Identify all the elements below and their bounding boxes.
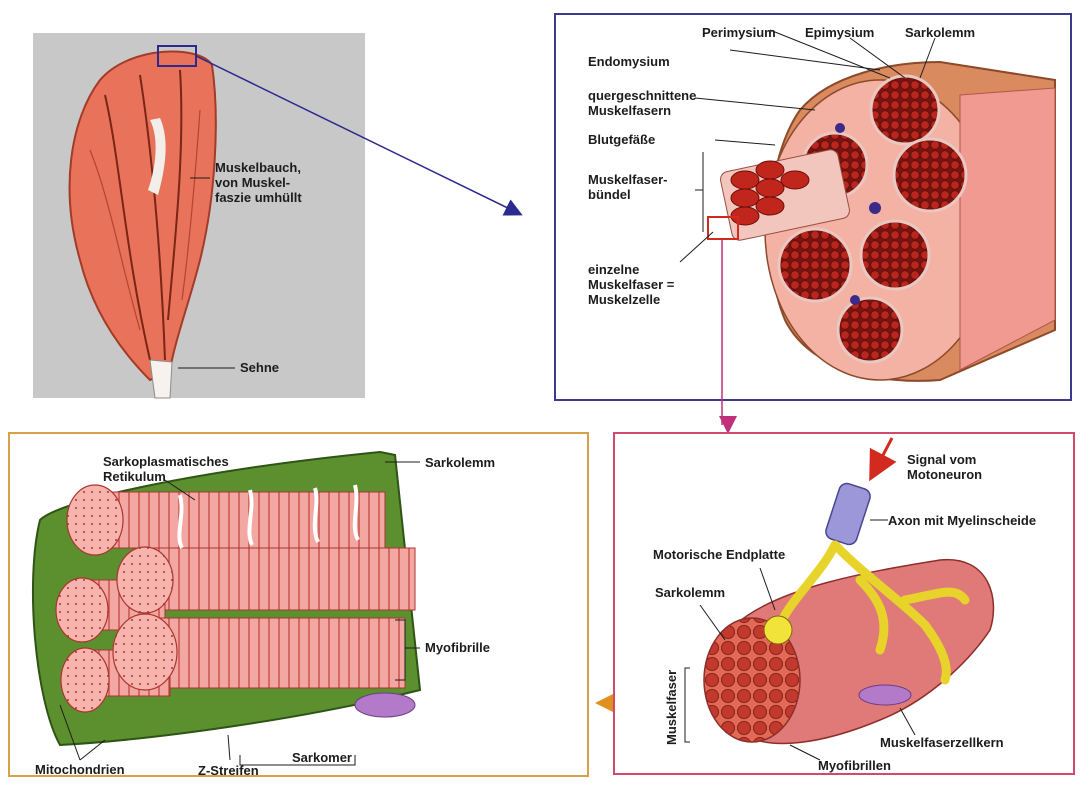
label-sarcolemma-2: Sarkolemm bbox=[905, 25, 975, 40]
label-sarcolemma-3: Sarkolemm bbox=[425, 455, 495, 470]
label-sarcomere: Sarkomer bbox=[292, 750, 352, 765]
label-myofibril: Myofibrille bbox=[425, 640, 490, 655]
label-muscle-belly: Muskelbauch,von Muskel-faszie umhüllt bbox=[215, 160, 302, 205]
label-myofibrils: Myofibrillen bbox=[818, 758, 891, 773]
label-axon: Axon mit Myelinscheide bbox=[888, 513, 1036, 528]
label-perimysium: Perimysium bbox=[702, 25, 776, 40]
label-mitochondria: Mitochondrien bbox=[35, 762, 125, 777]
panel-single-fiber bbox=[614, 433, 1074, 774]
label-sarcolemma-4: Sarkolemm bbox=[655, 585, 725, 600]
panel-cross-section bbox=[555, 14, 1071, 400]
label-tendon: Sehne bbox=[240, 360, 279, 375]
panel-myofibrils bbox=[9, 433, 588, 776]
label-end-plate: Motorische Endplatte bbox=[653, 547, 785, 562]
label-endomysium: Endomysium bbox=[588, 54, 670, 69]
panel-whole-muscle bbox=[33, 33, 365, 398]
label-blood-vessels: Blutgefäße bbox=[588, 132, 655, 147]
label-muscle-fiber: Muskelfaser bbox=[664, 670, 679, 745]
label-nucleus: Muskelfaserzellkern bbox=[880, 735, 1004, 750]
label-epimysium: Epimysium bbox=[805, 25, 874, 40]
label-z-lines: Z-Streifen bbox=[198, 763, 259, 778]
label-fiber-bundle: Muskelfaser-bündel bbox=[588, 172, 667, 202]
